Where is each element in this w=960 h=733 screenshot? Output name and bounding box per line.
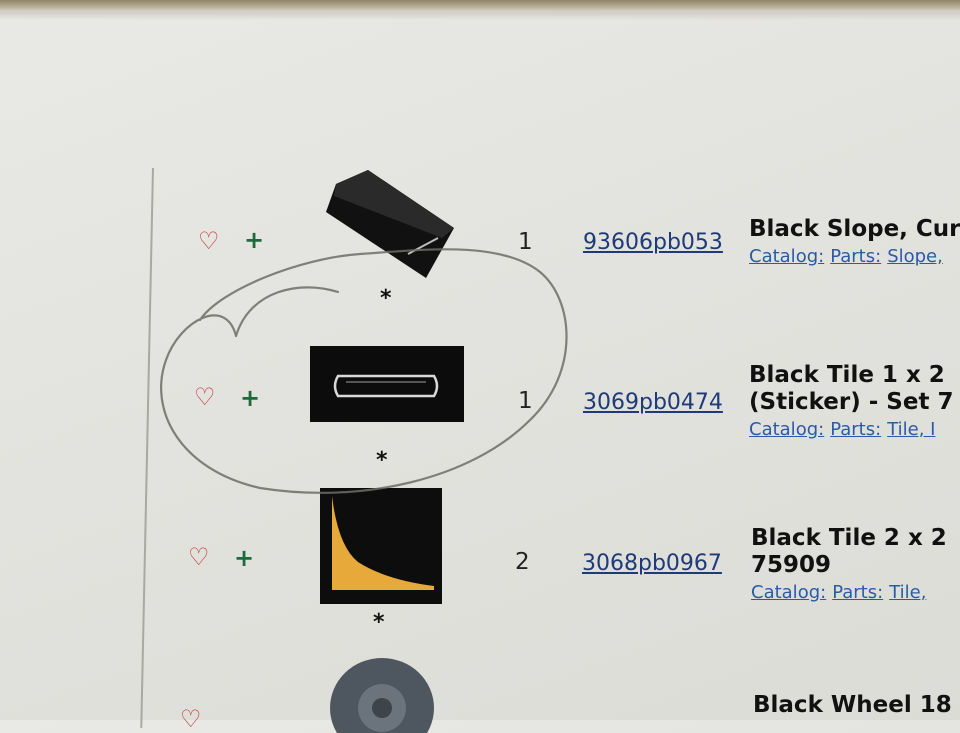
part-description: Black Slope, Cur <box>749 216 960 242</box>
part-number-link[interactable]: 93606pb053 <box>583 230 723 255</box>
parts-link[interactable]: Parts: <box>832 582 884 603</box>
catalog-breadcrumb: Catalog:Parts:Tile, I <box>749 419 941 440</box>
catalog-link[interactable]: Catalog: <box>749 246 825 267</box>
plus-icon[interactable]: + <box>240 384 261 412</box>
part-description: Black Wheel 18 <box>753 692 952 718</box>
part-number-link[interactable]: 3069pb0474 <box>583 390 723 415</box>
catalog-breadcrumb: Catalog:Parts:Slope, <box>749 246 949 267</box>
part-star: * <box>376 448 388 473</box>
part-description-line-2: (Sticker) - Set 7 <box>749 389 954 415</box>
parts-link[interactable]: Parts: <box>830 419 882 440</box>
part-star: * <box>373 610 385 635</box>
part-quantity: 1 <box>518 229 533 255</box>
heart-icon[interactable]: ♡ <box>194 383 216 411</box>
part-description-line-1: Black Tile 2 x 2 <box>751 525 947 551</box>
plus-icon[interactable]: + <box>244 226 265 254</box>
part-quantity: 1 <box>518 388 533 414</box>
catalog-breadcrumb: Catalog:Parts:Tile, <box>751 582 932 603</box>
plus-icon[interactable]: + <box>234 544 255 572</box>
part-description-line-2: 75909 <box>751 552 832 578</box>
part-star: * <box>380 286 392 311</box>
part-image-tile-2x2 <box>320 488 442 604</box>
part-number-link[interactable]: 3068pb0967 <box>582 551 722 576</box>
category-link[interactable]: Tile, I <box>887 419 936 440</box>
part-quantity: 2 <box>515 549 530 575</box>
category-link[interactable]: Slope, <box>887 246 943 267</box>
part-image-tile-1x2 <box>310 346 464 422</box>
background-edge <box>0 0 960 12</box>
heart-icon[interactable]: ♡ <box>188 543 210 571</box>
paper-shadow <box>0 12 960 20</box>
catalog-link[interactable]: Catalog: <box>749 419 825 440</box>
parts-link[interactable]: Parts: <box>830 246 882 267</box>
catalog-link[interactable]: Catalog: <box>751 582 827 603</box>
category-link[interactable]: Tile, <box>889 582 927 603</box>
heart-icon[interactable]: ♡ <box>198 227 220 255</box>
part-description-line-1: Black Tile 1 x 2 <box>749 362 945 388</box>
